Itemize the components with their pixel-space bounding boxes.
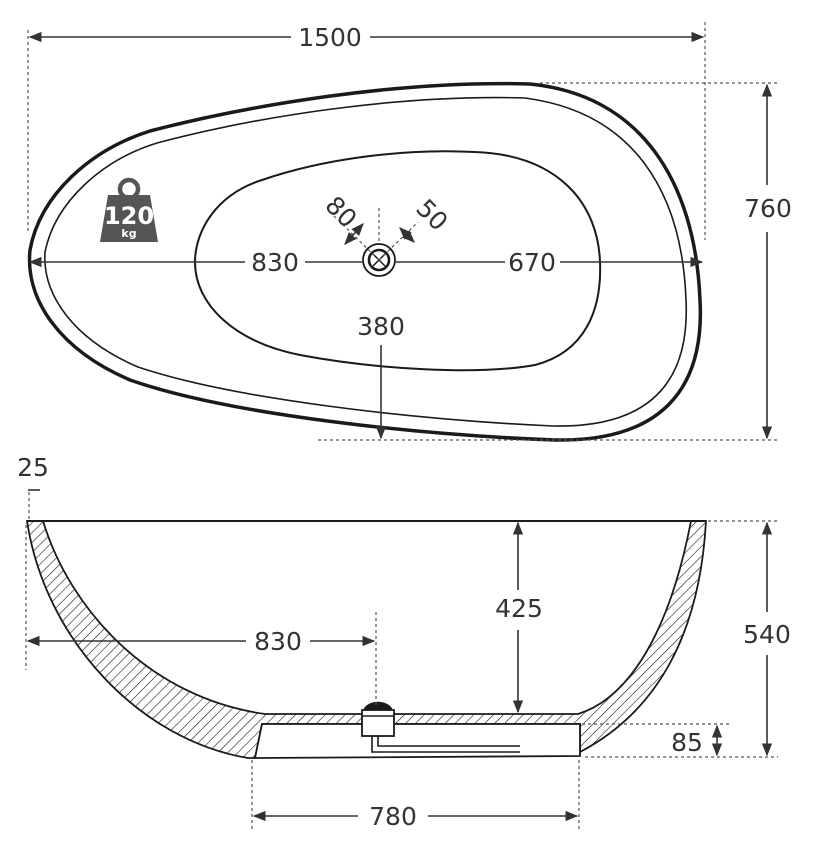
drain-offset-b-arrow [399,227,415,243]
base-width-label: 780 [369,802,417,831]
side-view: 25 830 425 540 85 780 [17,453,791,832]
overall-width-label: 760 [744,194,792,223]
tub-outer-outline [27,81,703,442]
drain-left-label: 830 [251,248,299,277]
drain-offset-a-label: 80 [320,190,363,233]
inner-depth-label: 425 [495,594,543,623]
base-height-label: 85 [671,728,703,757]
wall-thickness-label: 25 [17,453,49,482]
tub-base [253,723,581,759]
weight-unit: kg [121,227,136,240]
overall-height-label: 540 [743,620,791,649]
drain-offset-a-arrow [344,223,364,245]
drain-side [361,701,520,753]
drain-right-label: 670 [508,248,556,277]
tub-basin-outline [193,150,602,372]
drain-bottom-label: 380 [357,312,405,341]
overall-length-label: 1500 [298,23,362,52]
tub-rim-line [44,96,688,427]
top-view: 80 50 1500 760 830 670 380 120 kg [27,22,792,442]
weight-icon: 120 kg [100,177,158,242]
weight-value: 120 [104,202,154,230]
tub-wall-section [25,520,707,759]
drain-offset-b-label: 50 [411,193,454,236]
side-drain-label: 830 [254,627,302,656]
